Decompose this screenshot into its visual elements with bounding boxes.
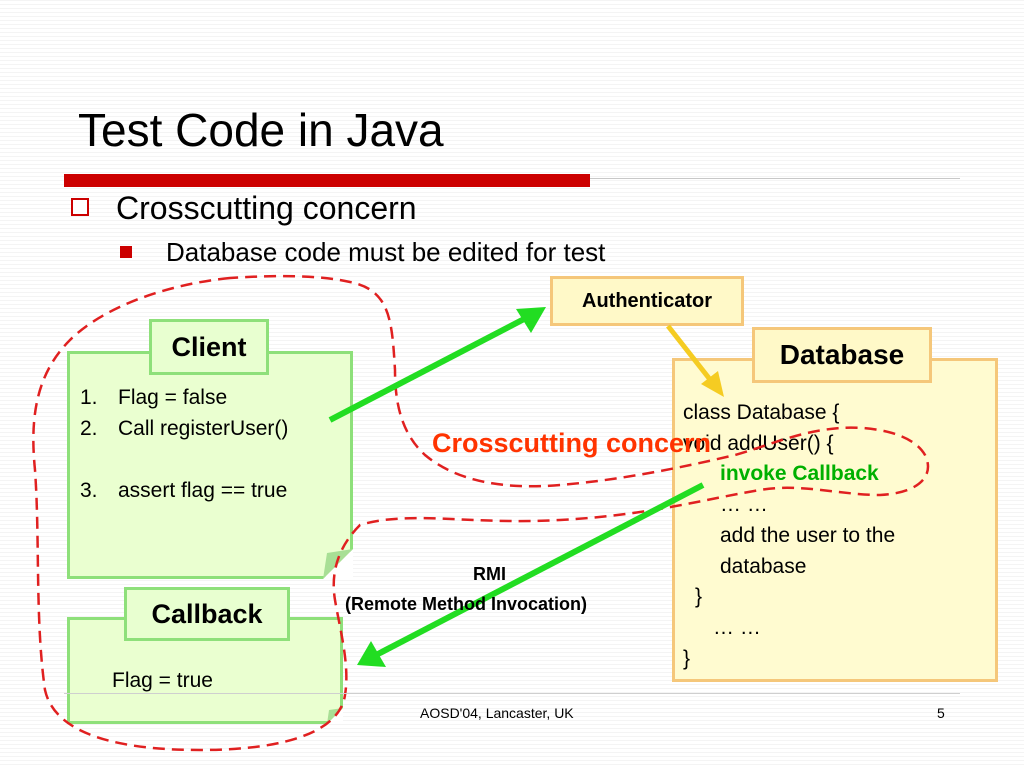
client-step-text: Flag = false xyxy=(118,386,228,409)
footer-rule xyxy=(64,693,960,694)
authenticator-label: Authenticator xyxy=(550,276,744,326)
callback-note xyxy=(67,617,343,724)
code-line-invoke-callback: invoke Callback xyxy=(720,462,879,485)
title-underline-rule xyxy=(590,178,960,179)
database-label: Database xyxy=(752,327,932,383)
bullet-square-icon xyxy=(71,198,89,216)
slide-title: Test Code in Java xyxy=(78,104,444,156)
client-step-text: assert flag == true xyxy=(118,479,288,502)
footer-text: AOSD'04, Lancaster, UK xyxy=(420,705,574,721)
arrowhead-icon xyxy=(701,371,724,397)
code-line: … … xyxy=(713,616,761,639)
title-underline-bar xyxy=(64,174,590,187)
callback-body: Flag = true xyxy=(112,669,213,692)
crosscutting-annotation: Crosscutting concern xyxy=(432,428,712,458)
rmi-label: RMI xyxy=(473,564,506,584)
crosscut-dashed-outline xyxy=(32,274,930,752)
code-line: … … xyxy=(720,493,768,516)
code-line: add the user to the xyxy=(720,524,896,547)
client-step-text: Call registerUser() xyxy=(118,417,289,440)
code-line: } xyxy=(695,585,703,608)
client-step-number: 2. xyxy=(80,417,98,440)
code-line: } xyxy=(683,647,691,670)
client-label: Client xyxy=(149,319,269,375)
bullet-filled-square-icon xyxy=(120,246,132,258)
bullet-level2: Database code must be edited for test xyxy=(166,237,606,267)
client-step-number: 1. xyxy=(80,386,98,409)
code-line: void addUser() { xyxy=(683,432,834,455)
code-line: database xyxy=(720,555,807,578)
arrow-client-to-authenticator xyxy=(328,315,528,423)
rmi-full-label: (Remote Method Invocation) xyxy=(345,594,587,614)
bullet-level1: Crosscutting concern xyxy=(116,190,417,226)
arrow-authenticator-to-database xyxy=(666,324,714,384)
arrow-database-to-callback xyxy=(376,482,705,657)
callback-label: Callback xyxy=(124,587,290,641)
client-step-number: 3. xyxy=(80,479,98,502)
arrowhead-icon xyxy=(516,307,546,333)
arrowhead-icon xyxy=(357,641,386,667)
code-line: class Database { xyxy=(683,401,840,424)
page-curl-icon xyxy=(323,549,353,579)
page-number: 5 xyxy=(937,705,945,721)
